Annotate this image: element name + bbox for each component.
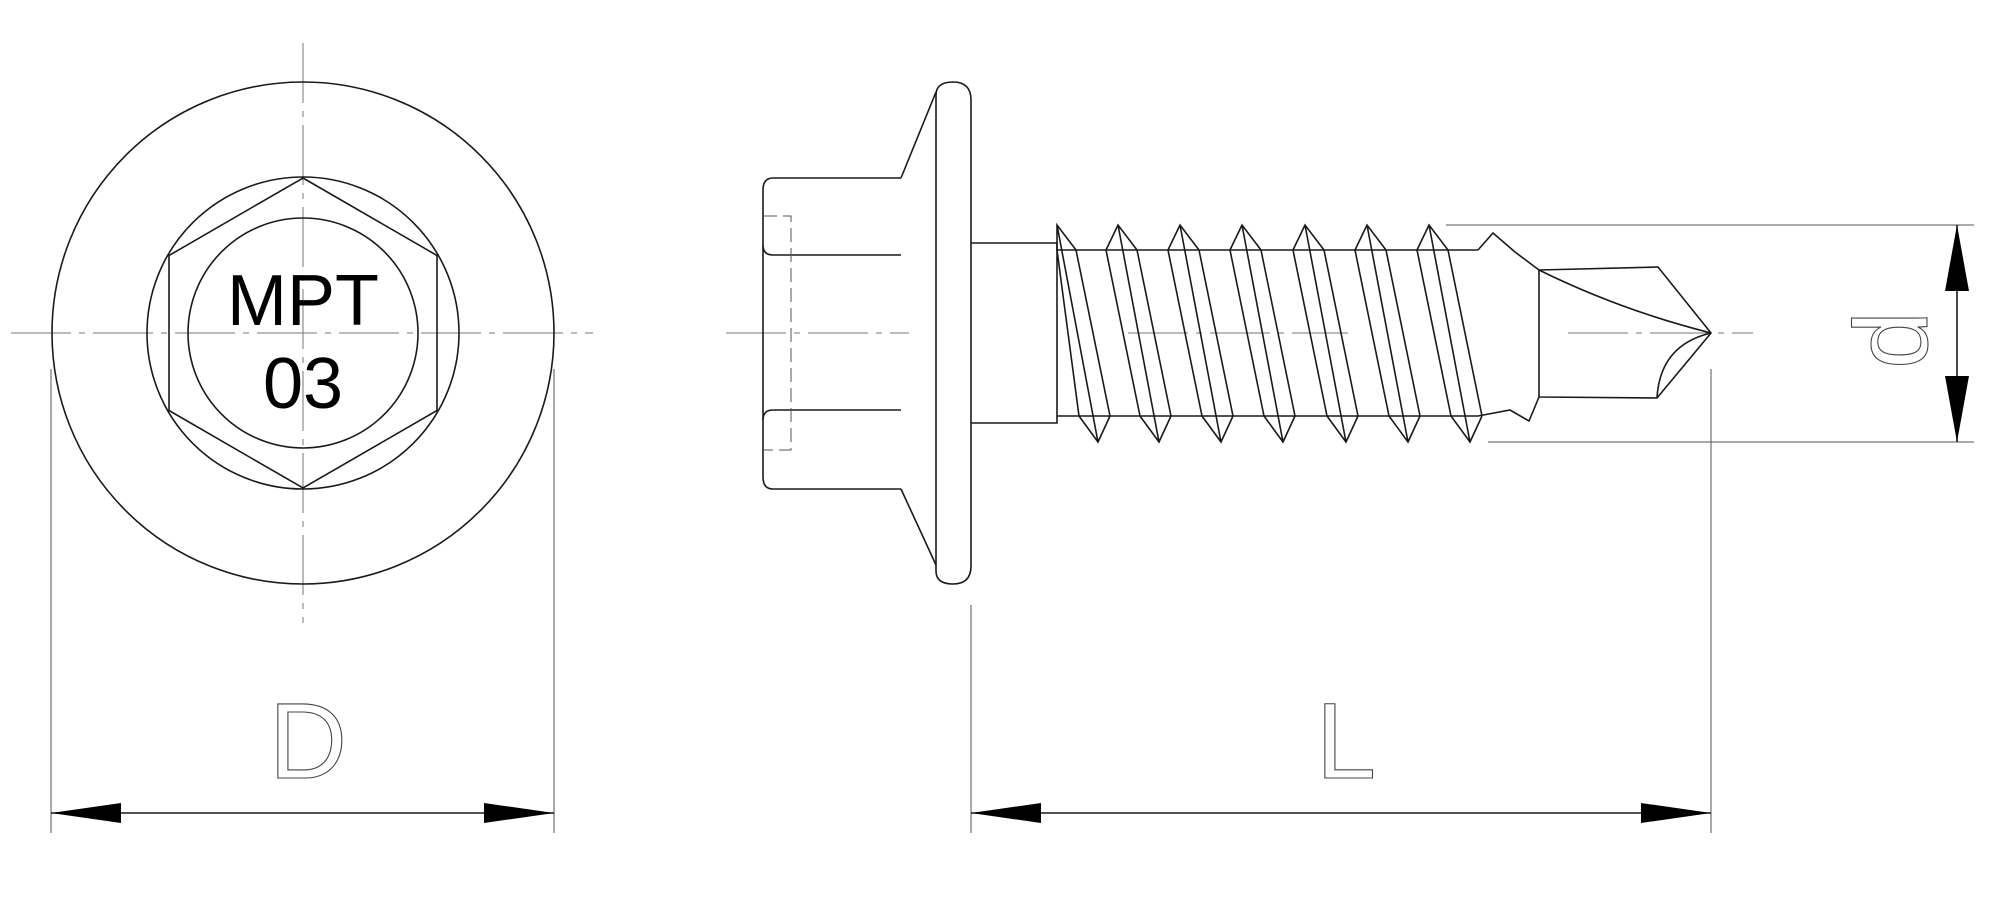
head-marking-line1: MPT — [227, 261, 379, 341]
screw-side-view: d L — [726, 81, 1974, 833]
arrow-left-icon — [51, 803, 121, 823]
head-diameter-label: D — [269, 680, 347, 801]
drill-flute-top — [1538, 269, 1712, 334]
hex-head-side — [762, 177, 901, 490]
shank — [971, 242, 1058, 424]
hex-face-top — [762, 244, 901, 256]
drill-point — [1538, 266, 1713, 399]
thread-turn — [1229, 223, 1296, 444]
thread-turn — [1056, 222, 1111, 444]
thread-diameter-label: d — [1834, 311, 1950, 369]
arrow-up-icon — [1945, 225, 1969, 291]
thread-turn — [1354, 223, 1421, 444]
thread-turn — [1292, 223, 1359, 444]
flange-plate — [935, 81, 972, 585]
drill-flute-bottom — [1656, 332, 1712, 399]
thread-turn — [1105, 223, 1172, 444]
hidden-recess-line — [763, 215, 792, 451]
thread-turn — [1416, 223, 1483, 444]
head-top-circle — [187, 217, 419, 449]
head-marking-line2: 03 — [263, 344, 343, 424]
hex-face-bottom — [762, 409, 901, 421]
flange-taper — [900, 91, 937, 566]
flange-circle — [146, 176, 460, 490]
arrow-left-icon — [971, 803, 1041, 823]
arrow-down-icon — [1945, 376, 1969, 442]
thread-crests — [1056, 222, 1483, 444]
thread-turn — [1167, 223, 1234, 444]
arrow-right-icon — [484, 803, 554, 823]
length-label: L — [1316, 680, 1376, 801]
washer-outer-circle — [51, 81, 555, 585]
head-top-view: MPT 03 D — [11, 43, 593, 833]
thread-taper — [1477, 231, 1540, 423]
arrow-right-icon — [1641, 803, 1711, 823]
hex-head-outline — [168, 177, 438, 489]
